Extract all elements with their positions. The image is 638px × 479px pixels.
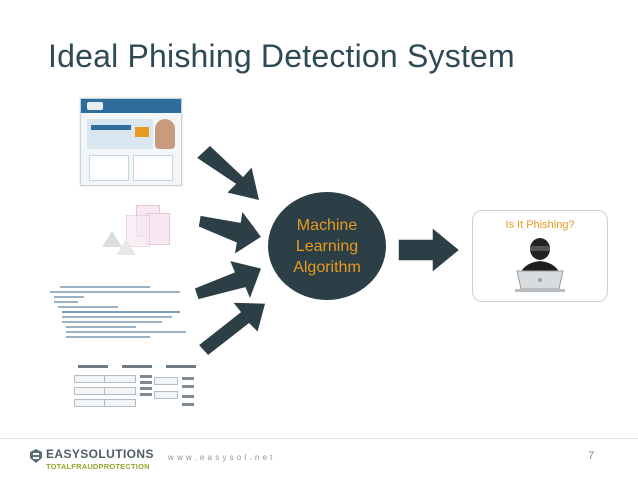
images-icon xyxy=(96,205,180,267)
ml-label-line-3: Algorithm xyxy=(293,258,361,276)
input-arrow-3 xyxy=(193,258,263,303)
slide-title: Ideal Phishing Detection System xyxy=(48,38,515,74)
brand-tagline: TOTALFRAUDPROTECTION xyxy=(46,462,150,471)
input-arrow-4 xyxy=(196,301,267,358)
page-number: 7 xyxy=(588,450,595,462)
output-arrow xyxy=(397,225,462,275)
ml-label-line-1: Machine xyxy=(296,216,358,234)
input-arrow-2 xyxy=(197,208,264,257)
company-logo: EASYSOLUTIONS TOTALFRAUDPROTECTION xyxy=(30,447,160,473)
ml-algorithm-label: Machine Learning Algorithm xyxy=(277,215,377,278)
output-box: Is It Phishing? xyxy=(472,210,608,302)
hacker-laptop-icon xyxy=(515,238,565,292)
webpage-screenshot-icon xyxy=(80,98,182,186)
ml-label-line-2: Learning xyxy=(295,237,359,255)
source-code-icon xyxy=(50,284,190,342)
ml-algorithm-node: Machine Learning Algorithm xyxy=(268,192,386,300)
input-arrow-1 xyxy=(194,143,261,203)
footer-divider xyxy=(0,438,638,439)
brand-name: EASYSOLUTIONS xyxy=(46,447,154,461)
form-fields-icon xyxy=(70,365,200,413)
footer-url: www.easysol.net xyxy=(168,453,276,462)
logo-mark-icon xyxy=(30,449,42,463)
output-label: Is It Phishing? xyxy=(505,219,575,231)
